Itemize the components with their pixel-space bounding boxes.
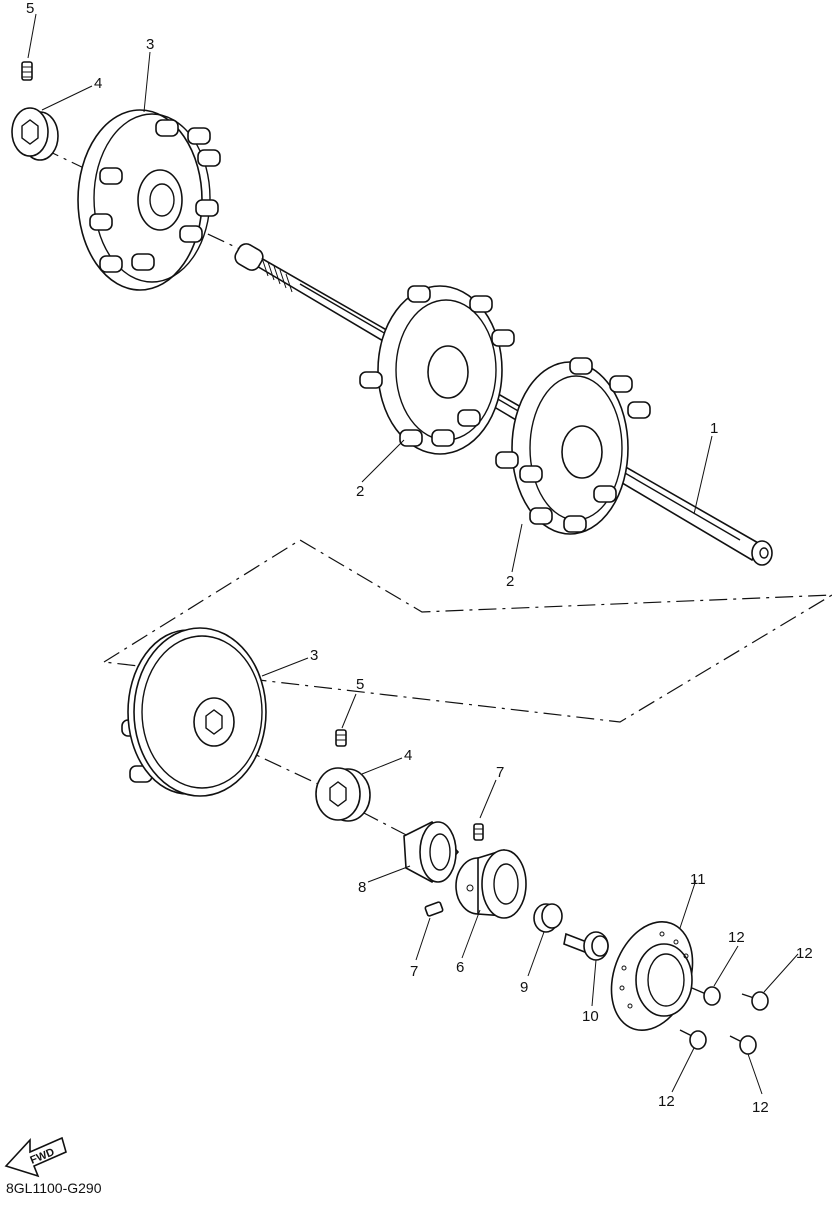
diagram-code: 8GL1100-G290 <box>6 1180 102 1196</box>
flange-bolt-2 <box>741 991 769 1011</box>
callout-12-b: 12 <box>796 945 813 962</box>
callout-9: 9 <box>520 979 529 996</box>
set-screw-7-upper <box>473 823 484 841</box>
callout-12-a: 12 <box>728 929 745 946</box>
callout-5-bottom: 5 <box>356 676 365 693</box>
fwd-label: FWD <box>29 1146 57 1167</box>
callout-4-bottom: 4 <box>404 747 413 764</box>
callout-12-c: 12 <box>658 1093 675 1110</box>
bolt <box>563 931 609 961</box>
drive-sprocket-left <box>359 285 515 455</box>
callout-4-top: 4 <box>94 75 103 92</box>
drive-sprocket-right-teeth <box>495 357 651 533</box>
bearing-holder <box>403 821 460 884</box>
callout-7-upper: 7 <box>496 764 505 781</box>
flange-bolt-1 <box>691 986 721 1006</box>
housing-flange <box>610 920 694 1032</box>
callout-5-top: 5 <box>26 0 35 17</box>
callout-7-lower: 7 <box>410 963 419 980</box>
drive-sprocket-left-teeth <box>359 285 515 447</box>
callout-1: 1 <box>710 420 719 437</box>
idler-wheel-top <box>77 109 221 291</box>
set-screw-7-lower <box>424 901 444 917</box>
fwd-arrow-icon: FWD <box>4 1136 67 1178</box>
flange-bolt-4 <box>729 1035 757 1055</box>
idler-wheel-bottom <box>121 627 267 797</box>
callout-2-right: 2 <box>506 573 515 590</box>
collar-bottom <box>315 767 371 822</box>
callout-3-bottom: 3 <box>310 647 319 664</box>
callout-11: 11 <box>690 871 706 888</box>
callout-12-d: 12 <box>752 1099 769 1116</box>
bearing <box>455 849 527 919</box>
shaft-spline <box>261 257 293 293</box>
callout-3-top: 3 <box>146 36 155 53</box>
callout-6: 6 <box>456 959 465 976</box>
set-screw-top <box>21 61 33 81</box>
idler-wheel-top-teeth <box>89 119 221 273</box>
callout-8: 8 <box>358 879 367 896</box>
nut <box>533 903 563 933</box>
leader-lines <box>27 13 799 1095</box>
callout-10: 10 <box>582 1008 599 1025</box>
drive-shaft <box>234 243 773 566</box>
callout-2-left: 2 <box>356 483 365 500</box>
drive-sprocket-right <box>495 357 651 535</box>
set-screw-bottom <box>335 729 347 747</box>
flange-bolt-3 <box>679 1029 707 1050</box>
collar-top <box>11 107 59 161</box>
